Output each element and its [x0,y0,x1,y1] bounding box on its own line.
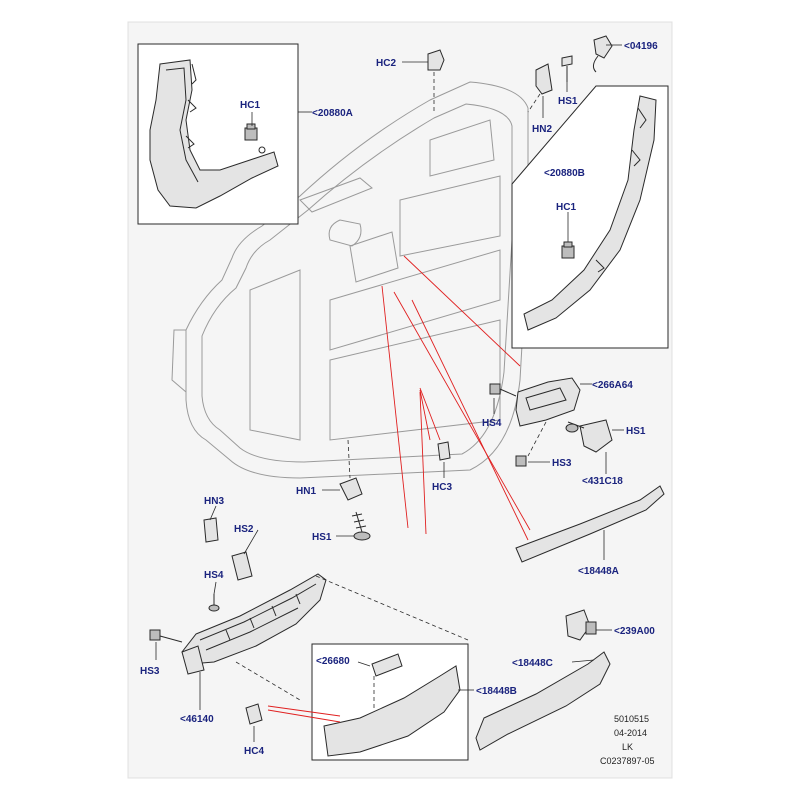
label-266a64: <266A64 [592,380,633,391]
label-hs4-left: HS4 [204,570,224,581]
clip-hc3 [437,441,451,461]
trim-strip-18448a [515,485,665,563]
label-hc1-b: HC1 [556,202,576,213]
label-hn2: HN2 [532,124,552,135]
label-hs1-top: HS1 [558,96,578,107]
label-hn1: HN1 [296,486,316,497]
footer-date: 04-2014 [614,728,647,738]
label-18448b: <18448B [476,686,517,697]
label-hc4: HC4 [244,746,264,757]
label-431c18: <431C18 [582,476,623,487]
footer-initials: LK [622,742,633,752]
label-26680: <26680 [316,656,350,667]
label-18448a: <18448A [578,566,619,577]
label-239a00: <239A00 [614,626,655,637]
clip-hc4 [245,703,263,725]
part-labels: HC2 <04196 HS1 HN2 HC1 <20880A <20880B H… [140,41,658,757]
label-hs2: HS2 [234,524,254,535]
label-04196: <04196 [624,41,658,52]
label-hs3-left: HS3 [140,666,160,677]
armrest-46140 [149,517,469,701]
label-hc3: HC3 [432,482,452,493]
label-hc1-a: HC1 [240,100,260,111]
inset-box-18448b [311,643,469,761]
label-hc2: HC2 [376,58,396,69]
label-18448c: <18448C [512,658,553,669]
upper-fixings [427,35,613,113]
footer-code: 5010515 [614,714,649,724]
label-20880b: <20880B [544,168,585,179]
label-hs1-right: HS1 [626,426,646,437]
switch-239a00 [565,609,597,641]
door-trim-panel-outline [171,81,529,479]
reference-footer: 5010515 04-2014 LK C0237897-05 [600,714,655,766]
inset-box-20880b [511,85,669,349]
label-20880a: <20880A [312,108,353,119]
red-callout-lines [267,255,531,723]
label-hs3-right: HS3 [552,458,572,469]
footer-ref: C0237897-05 [600,756,655,766]
label-hs4-right: HS4 [482,418,502,429]
label-hs1-mid: HS1 [312,532,332,543]
label-hn3: HN3 [204,496,224,507]
label-46140: <46140 [180,714,214,725]
trim-strip-18448c [475,651,611,751]
fixings-hn1-hs1 [339,439,371,541]
switch-pack-assembly [489,377,613,467]
inset-box-20880a [137,43,299,225]
leader-lines [155,44,624,742]
